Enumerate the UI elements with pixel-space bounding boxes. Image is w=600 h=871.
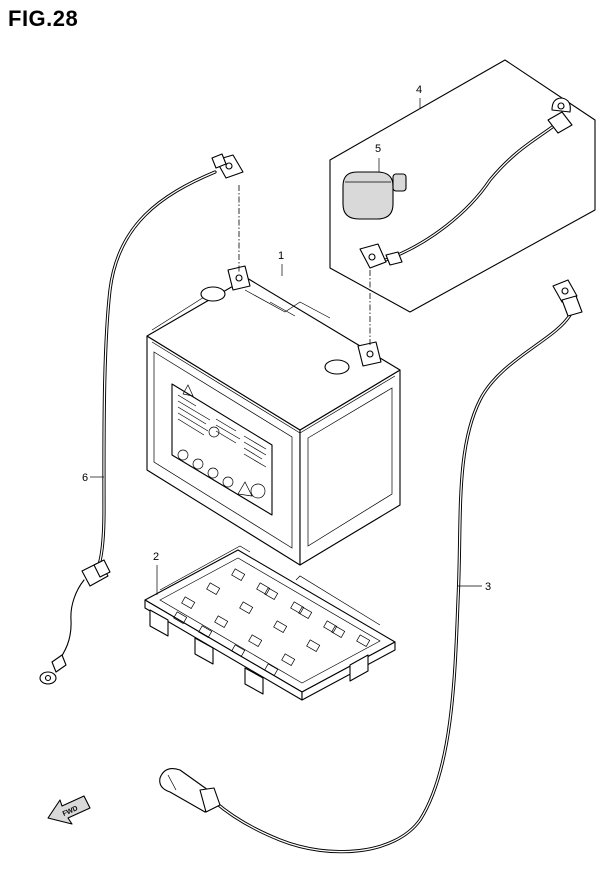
callout-5: 5 [375, 143, 381, 172]
svg-text:2: 2 [153, 551, 159, 563]
svg-text:1: 1 [278, 250, 284, 262]
callout-3: 3 [458, 581, 491, 593]
kit-box-4 [329, 59, 596, 313]
forward-arrow-icon: FWD [47, 795, 91, 825]
long-cable-3[interactable] [159, 279, 583, 854]
figure-title: FIG.28 [8, 6, 79, 31]
callout-4: 4 [416, 84, 422, 108]
battery-1[interactable] [146, 265, 401, 566]
battery-tray-2[interactable] [144, 545, 396, 701]
svg-text:3: 3 [485, 581, 491, 593]
callout-1: 1 [278, 250, 284, 276]
svg-text:5: 5 [375, 143, 381, 155]
terminal-cap-5[interactable] [342, 171, 407, 220]
negative-cable-6[interactable] [39, 153, 244, 685]
callout-6: 6 [82, 472, 104, 484]
callout-2: 2 [153, 551, 159, 595]
svg-text:6: 6 [82, 472, 88, 484]
battery-cable-4[interactable] [359, 97, 573, 269]
svg-text:4: 4 [416, 84, 422, 96]
